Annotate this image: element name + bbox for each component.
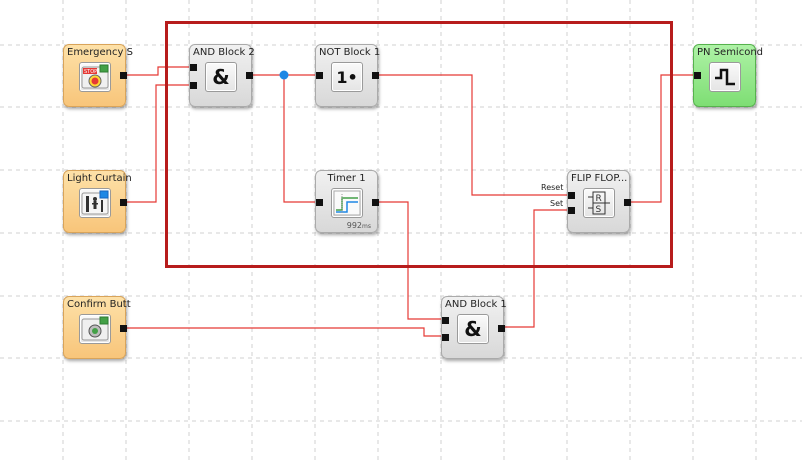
not-symbol: 1•: [336, 67, 358, 87]
wire-timer-to-and1: [378, 201, 441, 320]
timer-value: 992: [346, 221, 363, 230]
flip-flop-icon: R S: [583, 188, 615, 218]
output-pin[interactable]: [246, 72, 253, 79]
block-title: Light Curtain: [67, 173, 132, 184]
output-pin[interactable]: [120, 325, 127, 332]
and-symbol: &: [212, 65, 230, 89]
input-pin-1[interactable]: [190, 64, 197, 71]
wire-emergency-to-and2: [125, 66, 190, 76]
output-pin[interactable]: [624, 199, 631, 206]
block-timer-1[interactable]: Timer 1 992ms: [315, 170, 379, 233]
block-pn-semiconductor[interactable]: PN Semicond: [693, 44, 764, 107]
block-title: AND Block 1: [445, 299, 507, 310]
svg-text:R: R: [596, 194, 602, 204]
reset-label: Reset: [541, 183, 564, 192]
block-title: PN Semicond: [697, 47, 764, 58]
svg-text:S: S: [596, 205, 602, 215]
wire-flipflop-to-pn: [630, 74, 694, 203]
wire-confirm-to-and1: [125, 327, 441, 337]
and-symbol: &: [464, 317, 482, 341]
pulse-output-icon: [709, 62, 741, 92]
and-gate-icon: &: [457, 314, 489, 344]
not-gate-icon: 1•: [331, 62, 363, 92]
input-pin[interactable]: [694, 72, 701, 79]
stop-badge-text: STOPP: [84, 69, 100, 75]
block-title: FLIP FLOP...: [571, 173, 628, 184]
output-pin[interactable]: [498, 325, 505, 332]
block-title: Confirm Butt: [67, 299, 131, 310]
wire-group: [125, 66, 694, 337]
block-title: NOT Block 1: [319, 47, 381, 58]
input-pin[interactable]: [316, 72, 323, 79]
emergency-stop-icon: STOPP: [79, 62, 111, 92]
block-emergency-stop[interactable]: Emergency S STOPP: [63, 44, 133, 107]
block-and-1[interactable]: AND Block 1 &: [441, 296, 507, 359]
set-label: Set: [550, 199, 564, 208]
wire-not1-to-reset: [378, 74, 568, 196]
block-flip-flop[interactable]: FLIP FLOP... R S: [567, 170, 631, 233]
block-title: Emergency S: [67, 47, 133, 58]
timer-icon: [331, 188, 363, 218]
block-title: AND Block 2: [193, 47, 255, 58]
block-confirm-button[interactable]: Confirm Butt: [63, 296, 131, 359]
wire-node-to-timer: [283, 75, 316, 203]
block-light-curtain[interactable]: Light Curtain: [63, 170, 132, 233]
confirm-button-icon: [79, 314, 111, 344]
input-pin[interactable]: [316, 199, 323, 206]
set-pin[interactable]: [568, 207, 575, 214]
block-title: Timer 1: [327, 173, 366, 184]
reset-pin[interactable]: [568, 192, 575, 199]
and-gate-icon: &: [205, 62, 237, 92]
timer-duration: 992ms: [347, 221, 371, 230]
selection-frame[interactable]: [165, 21, 673, 268]
wire-and1-to-set: [503, 209, 568, 328]
block-and-2[interactable]: AND Block 2 &: [189, 44, 255, 107]
input-pin-2[interactable]: [190, 82, 197, 89]
light-curtain-icon: [79, 188, 111, 218]
block-not-1[interactable]: NOT Block 1 1•: [315, 44, 381, 107]
wire-light-to-and2: [125, 84, 190, 203]
junction-node[interactable]: [279, 70, 289, 80]
input-pin-1[interactable]: [442, 317, 449, 324]
output-pin[interactable]: [120, 199, 127, 206]
timer-unit: ms: [362, 223, 371, 230]
output-pin[interactable]: [372, 199, 379, 206]
input-pin-2[interactable]: [442, 334, 449, 341]
output-pin[interactable]: [372, 72, 379, 79]
output-pin[interactable]: [120, 72, 127, 79]
